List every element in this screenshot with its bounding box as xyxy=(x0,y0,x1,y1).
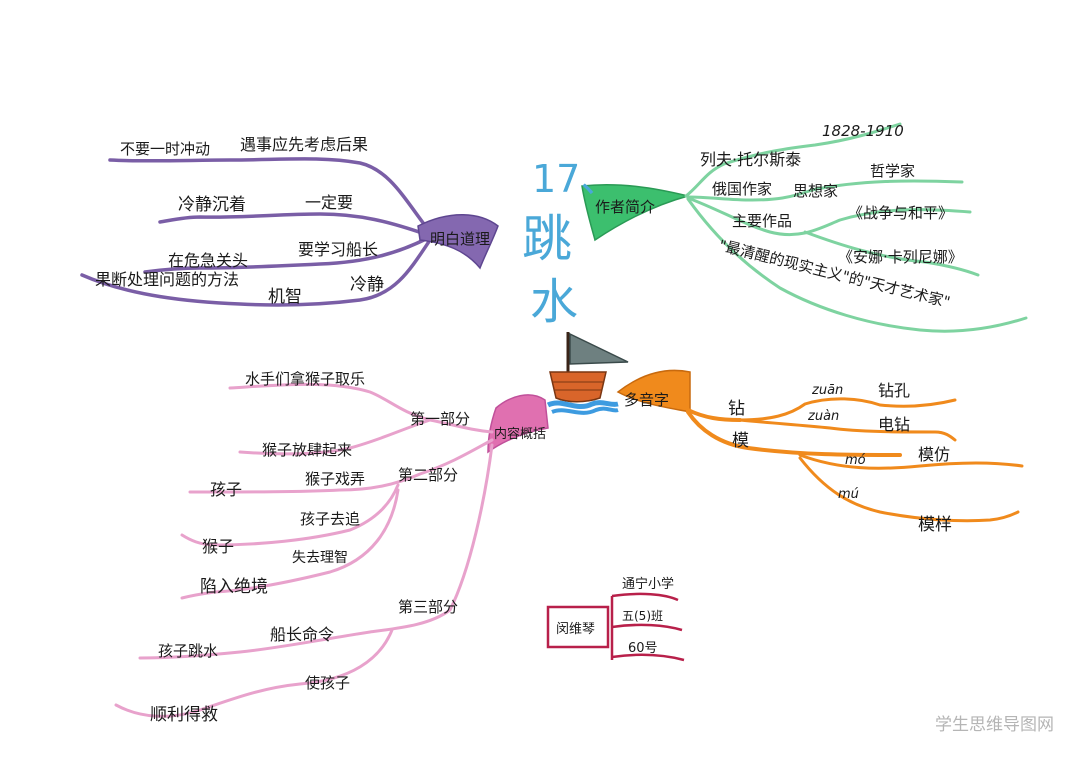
title-char-2: 水 xyxy=(530,274,578,330)
content-item: 猴子 xyxy=(202,537,234,556)
content-node-shape xyxy=(487,394,549,454)
polyphone-pinyin: zuàn xyxy=(807,409,839,424)
signature-school: 通宁小学 xyxy=(622,576,674,592)
content-item: 顺利得救 xyxy=(150,705,218,725)
lesson-node-label: 明白道理 xyxy=(430,230,490,248)
content-item: 孩子跳水 xyxy=(158,642,218,660)
polyphone-word: 模仿 xyxy=(918,445,950,464)
lesson-item: 要学习船长 xyxy=(298,240,378,259)
content-branch-lines xyxy=(114,382,494,718)
author-item: 列夫·托尔斯泰 xyxy=(700,150,801,169)
lesson-title: 17、 跳 水 xyxy=(522,157,618,330)
content-part-1: 第一部分 xyxy=(410,410,470,428)
lesson-item: 冷静 xyxy=(350,275,384,295)
author-item: 主要作品 xyxy=(732,212,792,230)
content-item: 水手们拿猴子取乐 xyxy=(245,370,365,388)
lesson-item: 一定要 xyxy=(305,193,353,212)
boat-on-water-icon xyxy=(546,332,629,415)
signature-class: 五(5)班 xyxy=(622,609,663,623)
signature-number: 60号 xyxy=(628,641,658,656)
lesson-item: 果断处理问题的方法 xyxy=(95,270,239,289)
polyphone-node-shape xyxy=(616,369,691,413)
signature-name: 闵维琴 xyxy=(556,622,595,637)
author-item: 《战争与和平》 xyxy=(848,204,953,222)
signature-block: 闵维琴 通宁小学 五(5)班 60号 xyxy=(546,576,685,662)
author-item: 《安娜·卡列尼娜》 xyxy=(838,248,963,266)
polyphone-word: 钻孔 xyxy=(878,381,910,400)
polyphone-word: 模样 xyxy=(918,515,952,535)
content-item: 孩子去追 xyxy=(300,510,360,528)
watermark: 学生思维导图网 xyxy=(935,715,1054,735)
polyphone-node-label: 多音字 xyxy=(624,391,669,409)
author-node-shape xyxy=(581,184,689,242)
content-branch: 内容概括 第一部分 水手们拿猴子取乐 猴子放肆起来 第二部分 孩子 猴子戏弄 猴… xyxy=(150,370,546,725)
lesson-item: 冷静沉着 xyxy=(178,195,246,215)
content-item: 猴子放肆起来 xyxy=(262,441,352,459)
author-item: 俄国作家 xyxy=(712,180,772,198)
content-item: 船长命令 xyxy=(270,625,334,644)
title-number: 17、 xyxy=(532,157,618,201)
signature-box xyxy=(546,605,610,649)
content-item: 孩子 xyxy=(210,480,242,499)
content-item: 使孩子 xyxy=(305,674,350,692)
lesson-item: 在危急关头 xyxy=(168,251,248,270)
polyphone-char-a: 钻 xyxy=(728,399,745,419)
polyphone-pinyin: zuān xyxy=(811,383,843,398)
content-part-2: 第二部分 xyxy=(398,466,458,484)
author-branch: 作者简介 列夫·托尔斯泰 1828-1910 俄国作家 思想家 哲学家 主要作品… xyxy=(595,122,963,311)
polyphone-pinyin: mú xyxy=(838,487,859,502)
content-item: 陷入绝境 xyxy=(200,577,268,597)
polyphone-char-b: 模 xyxy=(732,431,749,451)
polyphone-pinyin: mó xyxy=(845,453,866,468)
content-item: 失去理智 xyxy=(292,550,348,566)
title-char-1: 跳 xyxy=(522,210,572,268)
author-item: 1828-1910 xyxy=(822,122,904,140)
polyphone-word: 电钻 xyxy=(878,415,910,434)
lesson-node-shape xyxy=(417,214,499,270)
author-branch-lines xyxy=(684,122,1028,333)
polyphone-branch: 多音字 钻 zuān 钻孔 zuàn 电钻 模 mó 模仿 mú 模样 xyxy=(624,381,952,535)
signature-lines xyxy=(610,592,685,662)
content-node-label: 内容概括 xyxy=(494,426,546,442)
author-item: 思想家 xyxy=(793,182,838,200)
lesson-branch-lines xyxy=(80,157,432,307)
lesson-branch: 明白道理 不要一时冲动 遇事应先考虑后果 冷静沉着 一定要 在危急关头 要学习船… xyxy=(95,135,490,307)
lesson-item: 遇事应先考虑后果 xyxy=(240,135,368,154)
polyphone-branch-lines xyxy=(686,397,1024,523)
author-node-label: 作者简介 xyxy=(595,198,655,216)
author-item: 哲学家 xyxy=(870,162,915,180)
lesson-item: 机智 xyxy=(268,287,302,307)
content-item: 猴子戏弄 xyxy=(305,470,365,488)
lesson-item: 不要一时冲动 xyxy=(120,140,210,158)
content-part-3: 第三部分 xyxy=(398,598,458,616)
